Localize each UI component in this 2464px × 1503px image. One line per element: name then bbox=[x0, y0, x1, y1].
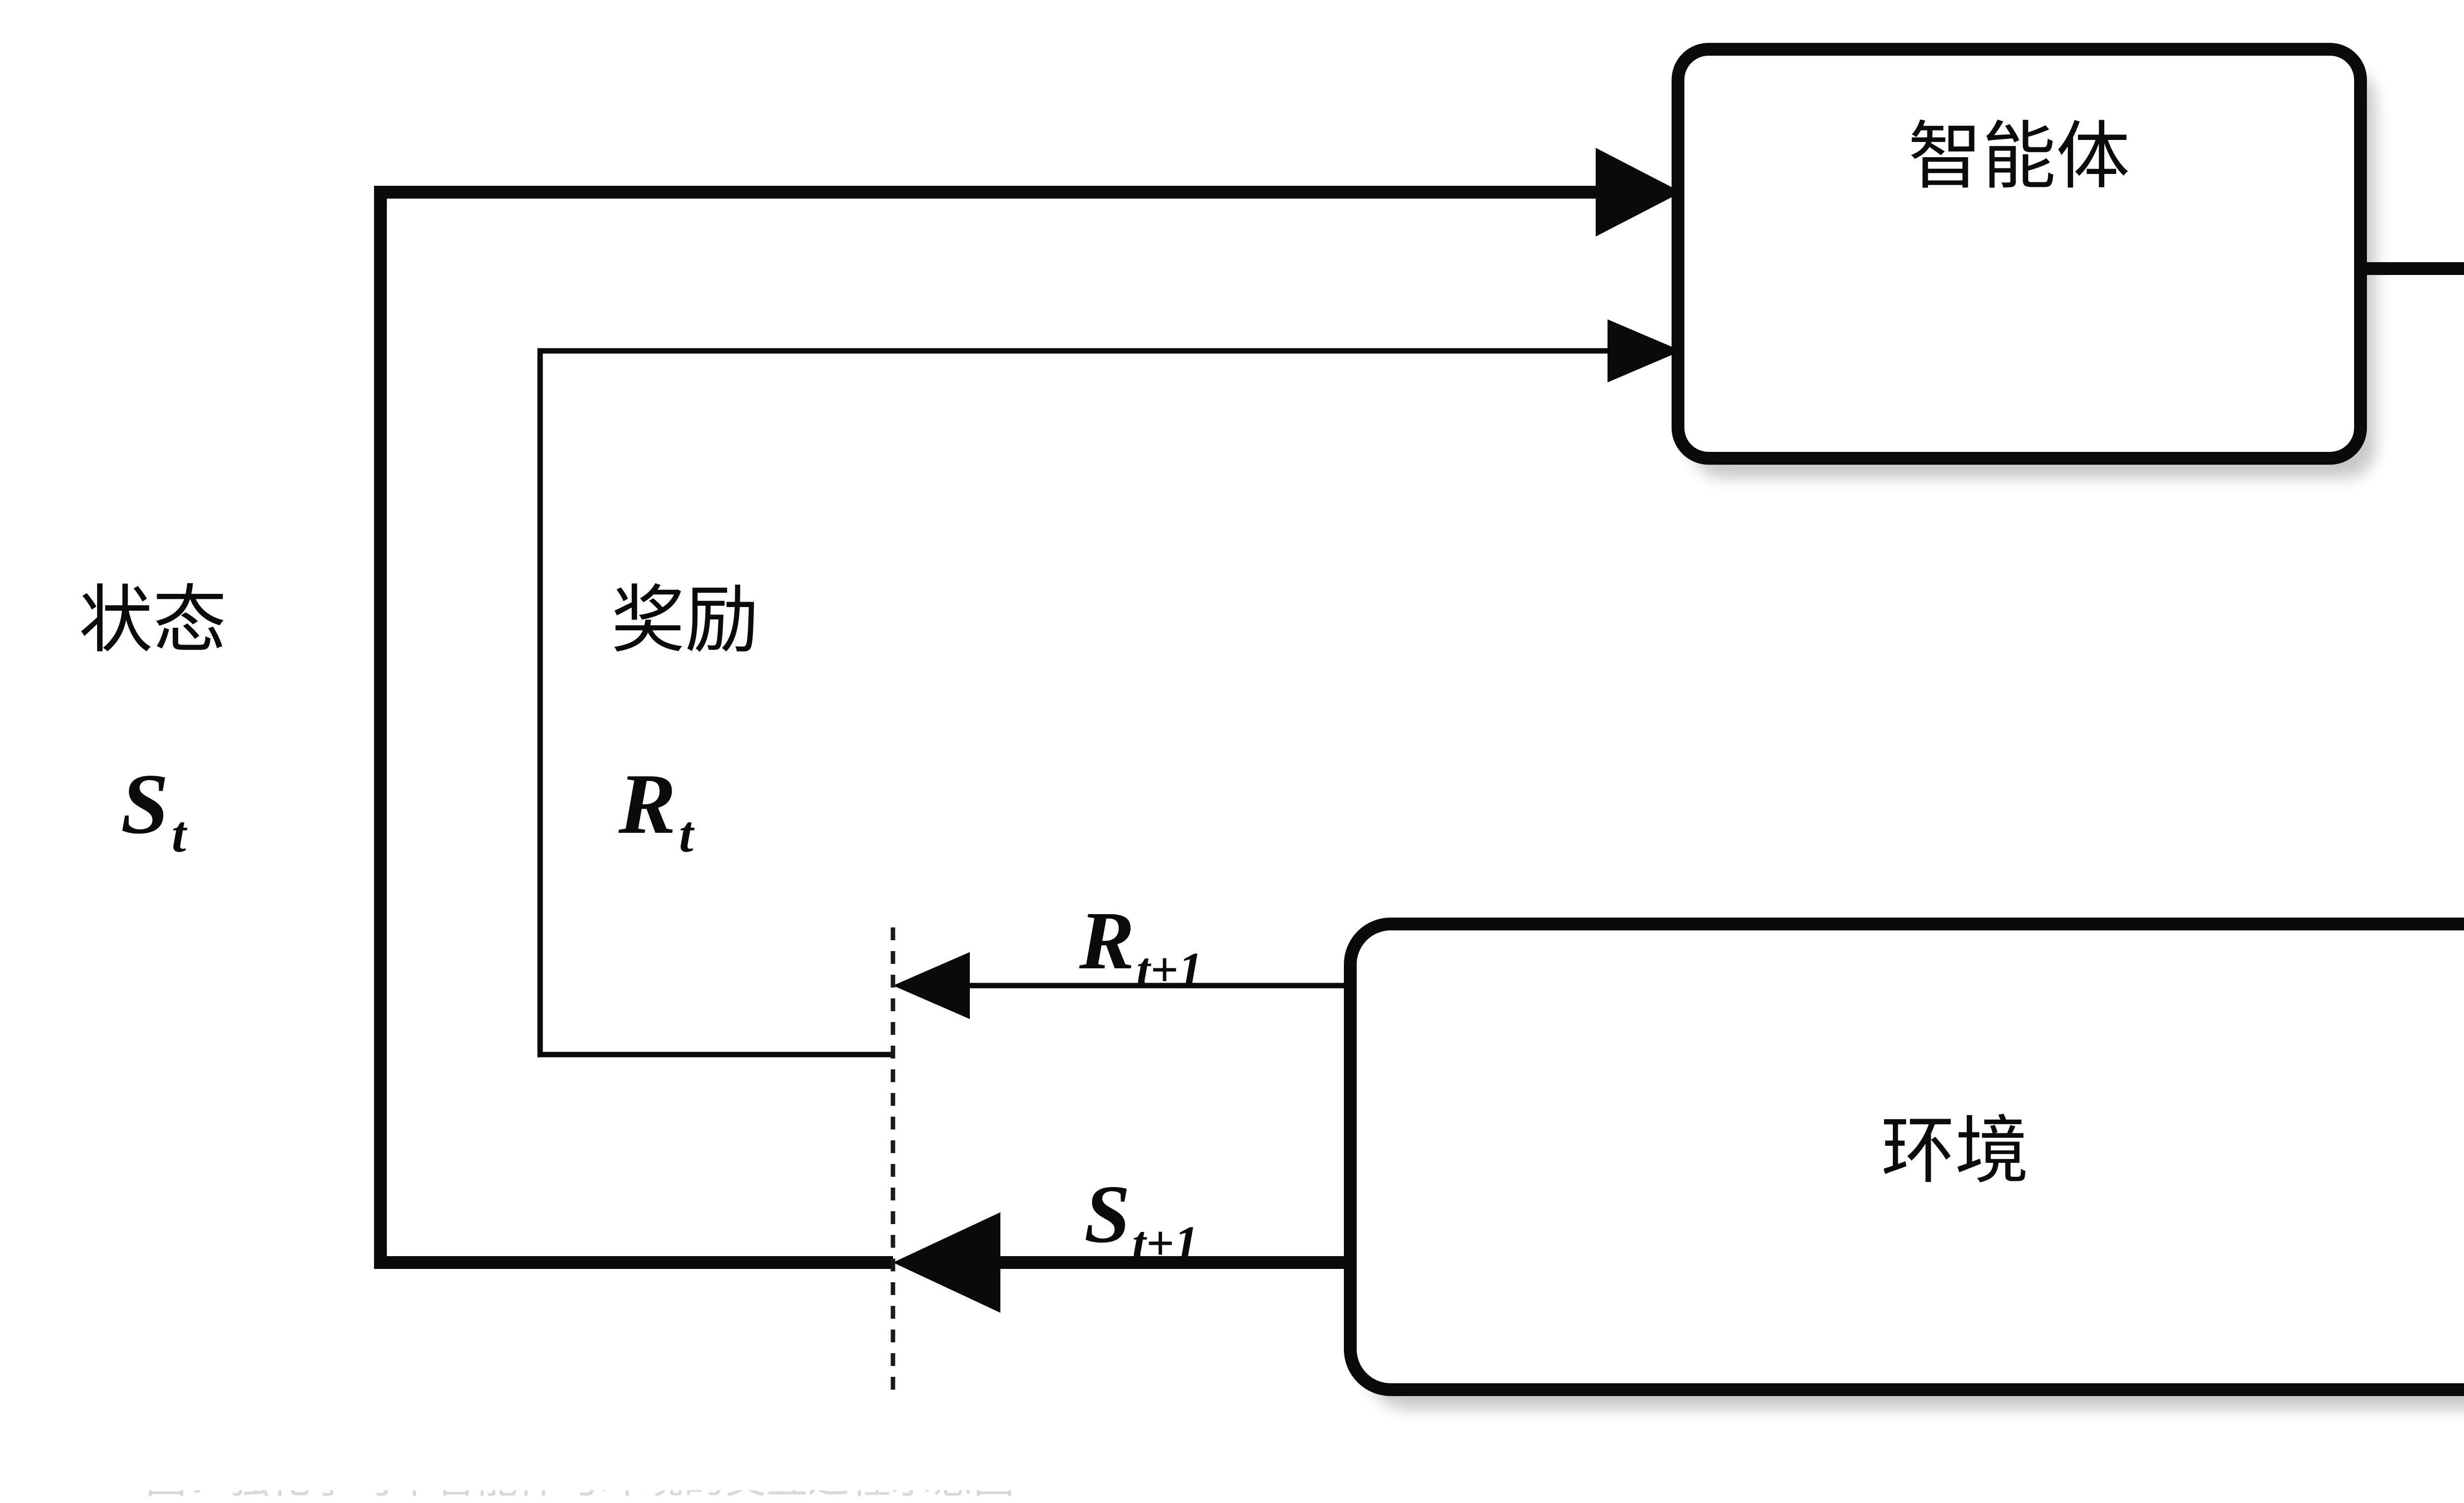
next-state-arrowhead bbox=[893, 1212, 1000, 1313]
edge-environment-state-out bbox=[893, 1212, 1350, 1313]
edge-state-to-agent bbox=[374, 148, 1681, 1269]
figure-caption: 图：强化学习中智能体与环境的交互过程示意图 bbox=[145, 1490, 1015, 1499]
agent-label: 智能体 bbox=[1908, 114, 2130, 200]
environment-label: 环境 bbox=[1881, 1108, 2029, 1194]
reward-name-label: 奖励 bbox=[611, 578, 759, 663]
environment-box[interactable] bbox=[1344, 918, 2464, 1396]
figure-caption-clip: 图：强化学习中智能体与环境的交互过程示意图 bbox=[145, 1490, 1476, 1503]
next-reward-arrowhead bbox=[893, 952, 970, 1019]
reward-symbol-label: Rt bbox=[618, 756, 695, 863]
agent-node[interactable]: 智能体 bbox=[1672, 43, 2367, 465]
state-symbol-label: St bbox=[121, 756, 187, 863]
environment-node[interactable]: 环境 bbox=[1344, 918, 2464, 1396]
reward-signal-label-group: 奖励 Rt bbox=[611, 578, 759, 863]
next-reward-symbol-label: Rt+1 bbox=[1079, 895, 1203, 997]
agent-box[interactable] bbox=[1672, 43, 2367, 465]
state-signal-label-group: 状态 St bbox=[79, 578, 227, 863]
state-arrowhead bbox=[1596, 148, 1681, 237]
state-path bbox=[374, 186, 1616, 1269]
edge-reward-to-agent bbox=[537, 319, 1681, 1058]
reward-arrowhead bbox=[1608, 319, 1681, 382]
state-name-label: 状态 bbox=[79, 578, 227, 663]
next-state-symbol-label: St+1 bbox=[1084, 1168, 1198, 1270]
reward-path bbox=[537, 348, 1621, 1058]
edge-environment-reward-out bbox=[893, 952, 1350, 1019]
